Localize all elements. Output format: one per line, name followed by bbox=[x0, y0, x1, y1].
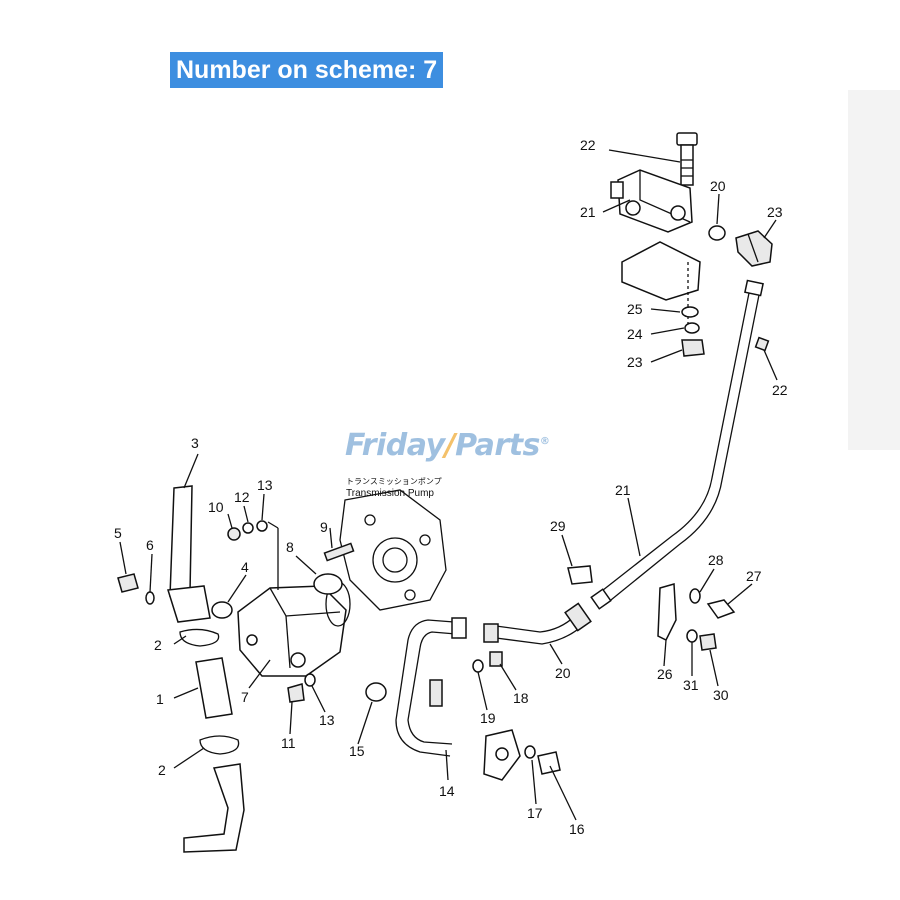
part-28-washer bbox=[684, 322, 700, 334]
callout-18: 18 bbox=[513, 690, 529, 706]
callout-16: 16 bbox=[569, 821, 585, 837]
part-33-clip bbox=[567, 565, 593, 585]
clamp-hardware bbox=[567, 565, 736, 651]
part-30-bracket bbox=[657, 583, 677, 642]
callout-1: 1 bbox=[156, 691, 164, 707]
callout-30: 26 bbox=[657, 666, 673, 682]
part-22-plug bbox=[754, 336, 770, 352]
callout-2-lower: 2 bbox=[158, 762, 166, 778]
callout-6: 6 bbox=[146, 537, 154, 553]
callout-numbers: 22 21 20 23 25 24 23 22 21 29 28 27 26 3… bbox=[114, 137, 788, 837]
callout-22: 22 bbox=[772, 382, 788, 398]
scheme-number-banner: Number on scheme: 7 bbox=[170, 52, 444, 88]
part-32-washer bbox=[689, 588, 701, 604]
part-15-oring bbox=[365, 682, 387, 702]
callout-34: 30 bbox=[713, 687, 729, 703]
callout-14: 14 bbox=[439, 783, 455, 799]
bracket-plate bbox=[621, 241, 701, 301]
part-16-bolt bbox=[537, 751, 561, 775]
part-26-bolt-shank bbox=[680, 144, 694, 186]
part-34-nut bbox=[699, 633, 717, 651]
callout-7: 7 bbox=[241, 689, 249, 705]
part-29-washer bbox=[681, 306, 699, 318]
callout-13-bottom: 13 bbox=[319, 712, 335, 728]
part-14-tube bbox=[395, 617, 561, 781]
part-8-oring bbox=[313, 573, 343, 595]
part-1-hose bbox=[195, 657, 233, 719]
part-31-bolt bbox=[706, 599, 736, 619]
part-6-washer bbox=[145, 591, 155, 605]
callout-26: 22 bbox=[580, 137, 596, 153]
part-3-elbow bbox=[169, 485, 193, 597]
callout-2-upper: 2 bbox=[154, 637, 162, 653]
part-7-pump bbox=[237, 542, 355, 677]
valve-block-assembly bbox=[610, 132, 773, 357]
part-9-stud bbox=[323, 542, 355, 562]
callout-35: 31 bbox=[683, 677, 699, 693]
watermark-part1: Friday bbox=[345, 428, 445, 463]
part-24-oring bbox=[708, 225, 726, 241]
callout-31: 27 bbox=[746, 568, 762, 584]
fridayparts-watermark: Friday/Parts® bbox=[345, 428, 550, 463]
callout-5: 5 bbox=[114, 525, 122, 541]
part-27-nut bbox=[681, 339, 705, 357]
part-17-washer bbox=[524, 745, 536, 759]
part-19-washer bbox=[472, 659, 484, 673]
part-11-bolt bbox=[287, 683, 305, 703]
callout-12: 12 bbox=[234, 489, 250, 505]
callout-25: 21 bbox=[580, 204, 596, 220]
callout-33: 29 bbox=[550, 518, 566, 534]
part-4-oring bbox=[211, 601, 233, 619]
part-20-hose bbox=[483, 602, 592, 645]
part-13-washer bbox=[256, 520, 268, 532]
watermark-slash: / bbox=[444, 428, 456, 463]
callout-19: 19 bbox=[480, 710, 496, 726]
callout-27: 23 bbox=[627, 354, 643, 370]
leader-lines bbox=[119, 149, 778, 821]
caption-jp: トランスミッションポンプ bbox=[346, 477, 442, 486]
inlet-pipe bbox=[183, 763, 245, 853]
callout-3: 3 bbox=[191, 435, 199, 451]
watermark-part3: Parts bbox=[455, 428, 540, 463]
caption-en: Transmission Pump bbox=[346, 488, 434, 499]
inlet-elbow-assembly bbox=[117, 485, 387, 853]
part-2-clamp-upper bbox=[179, 628, 220, 647]
callout-24: 20 bbox=[710, 178, 726, 194]
callout-23: 23 bbox=[767, 204, 783, 220]
callout-4: 4 bbox=[241, 559, 249, 575]
callout-13-top: 13 bbox=[257, 477, 273, 493]
watermark-registered: ® bbox=[539, 436, 550, 447]
callout-8: 8 bbox=[286, 539, 294, 555]
callout-20: 20 bbox=[555, 665, 571, 681]
part-13-washer-b bbox=[304, 673, 316, 687]
part-19-fitting bbox=[429, 679, 443, 707]
callout-17: 17 bbox=[527, 805, 543, 821]
part-23-fitting bbox=[735, 230, 773, 267]
part-25-port bbox=[610, 181, 624, 199]
callout-32: 28 bbox=[708, 552, 724, 568]
callout-21: 21 bbox=[615, 482, 631, 498]
part-35-washer bbox=[686, 629, 698, 643]
callout-10: 10 bbox=[208, 499, 224, 515]
callout-28: 24 bbox=[627, 326, 643, 342]
part-18-bolt bbox=[489, 651, 503, 667]
part-12-washer bbox=[242, 522, 254, 534]
callout-29: 25 bbox=[627, 301, 643, 317]
callout-9: 9 bbox=[320, 519, 328, 535]
part-5-bolt bbox=[117, 573, 139, 593]
part-10-nut bbox=[227, 527, 241, 541]
callout-11: 11 bbox=[281, 735, 296, 751]
transmission-pump-housing: トランスミッションポンプ Transmission Pump bbox=[339, 477, 447, 611]
part-26-bolt-head bbox=[676, 132, 698, 146]
part-2-clamp-lower bbox=[199, 735, 240, 755]
part-21-pipe bbox=[590, 279, 764, 610]
part-3-flange bbox=[167, 585, 211, 623]
callout-15: 15 bbox=[349, 743, 365, 759]
side-panel-shade bbox=[848, 90, 900, 450]
